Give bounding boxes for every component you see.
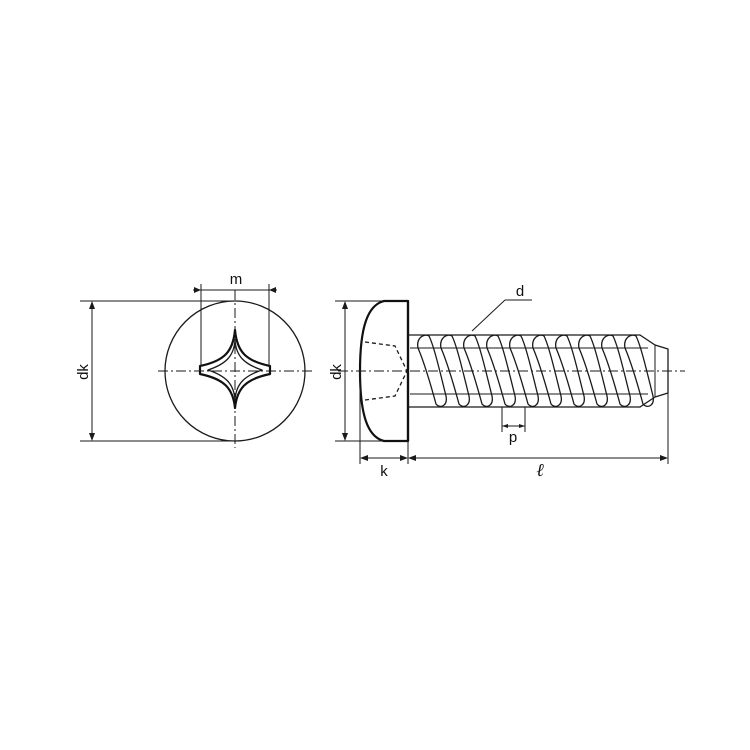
- l-arrow-left: [408, 455, 416, 461]
- p-arrow-right: [519, 424, 525, 428]
- screw-side-view: dk k ℓ p d: [328, 283, 685, 480]
- phillips-recess: [198, 328, 272, 410]
- m-arrow-right: [269, 287, 276, 293]
- m-label: m: [230, 271, 243, 288]
- d-label: d: [516, 283, 524, 300]
- thread-flight: [509, 334, 539, 407]
- thread-flight: [624, 334, 654, 407]
- thread-flight: [601, 334, 631, 407]
- p-arrow-left: [502, 424, 508, 428]
- dk-side-arrow-bottom: [342, 433, 348, 441]
- thread-flight: [486, 334, 516, 407]
- thread-flight: [417, 334, 447, 407]
- dk-side-arrow-top: [342, 301, 348, 309]
- thread-flight: [440, 334, 470, 407]
- k-arrow-left: [360, 455, 368, 461]
- l-arrow-right: [660, 455, 668, 461]
- d-leader-line: [471, 299, 506, 332]
- dk-arrow-bottom: [89, 433, 95, 441]
- phillips-recess-inner: [207, 339, 263, 401]
- thread-flight: [578, 334, 608, 407]
- dk-arrow-top: [89, 301, 95, 309]
- dk-label-front: dk: [75, 364, 92, 380]
- l-label: ℓ: [536, 460, 544, 480]
- thread-flight: [463, 334, 493, 407]
- dk-label-side: dk: [328, 364, 345, 380]
- k-arrow-right: [400, 455, 408, 461]
- p-label: p: [509, 429, 517, 446]
- thread-flights: [417, 334, 654, 407]
- thread-flight: [555, 334, 585, 407]
- m-arrow-left: [194, 287, 201, 293]
- k-label: k: [380, 463, 388, 480]
- head-front-view: dk m: [75, 271, 312, 448]
- thread-flight: [532, 334, 562, 407]
